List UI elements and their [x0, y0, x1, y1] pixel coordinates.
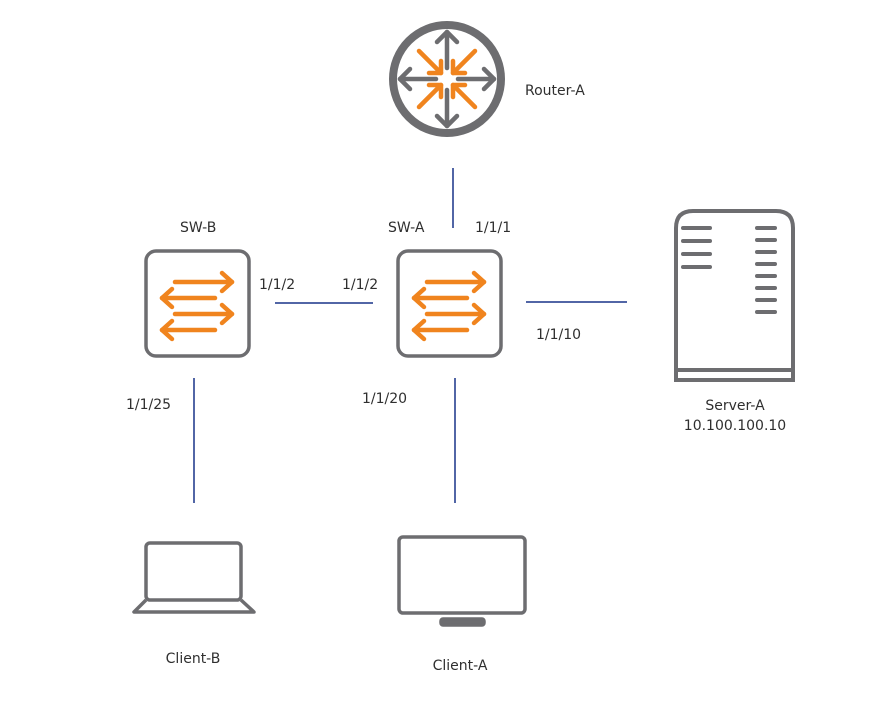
port-label-sw-b-to-client-b: 1/1/25	[126, 397, 172, 413]
sw-a-label: SW-A	[388, 220, 425, 236]
client-a-label: Client-A	[432, 658, 488, 674]
switch-icon	[396, 249, 503, 358]
port-label-sw-a-to-client-a: 1/1/20	[362, 391, 408, 407]
client-b-label: Client-B	[165, 651, 221, 667]
port-label-sw-a-to-server: 1/1/10	[536, 327, 582, 343]
desktop-monitor-icon	[397, 535, 527, 627]
switch-icon	[144, 249, 251, 358]
port-label-sw-a-to-sw-b: 1/1/2	[342, 277, 379, 293]
sw-b-label: SW-B	[180, 220, 217, 236]
server-a-ip: 10.100.100.10	[683, 418, 787, 434]
port-label-sw-a-router: 1/1/1	[475, 220, 512, 236]
server-a-label: Server-A	[705, 398, 765, 414]
links	[193, 168, 627, 503]
server-icon	[674, 209, 795, 382]
router-a-label: Router-A	[525, 83, 585, 99]
laptop-icon	[132, 541, 256, 614]
port-label-sw-b-to-sw-a: 1/1/2	[259, 277, 296, 293]
router-icon	[389, 21, 505, 137]
